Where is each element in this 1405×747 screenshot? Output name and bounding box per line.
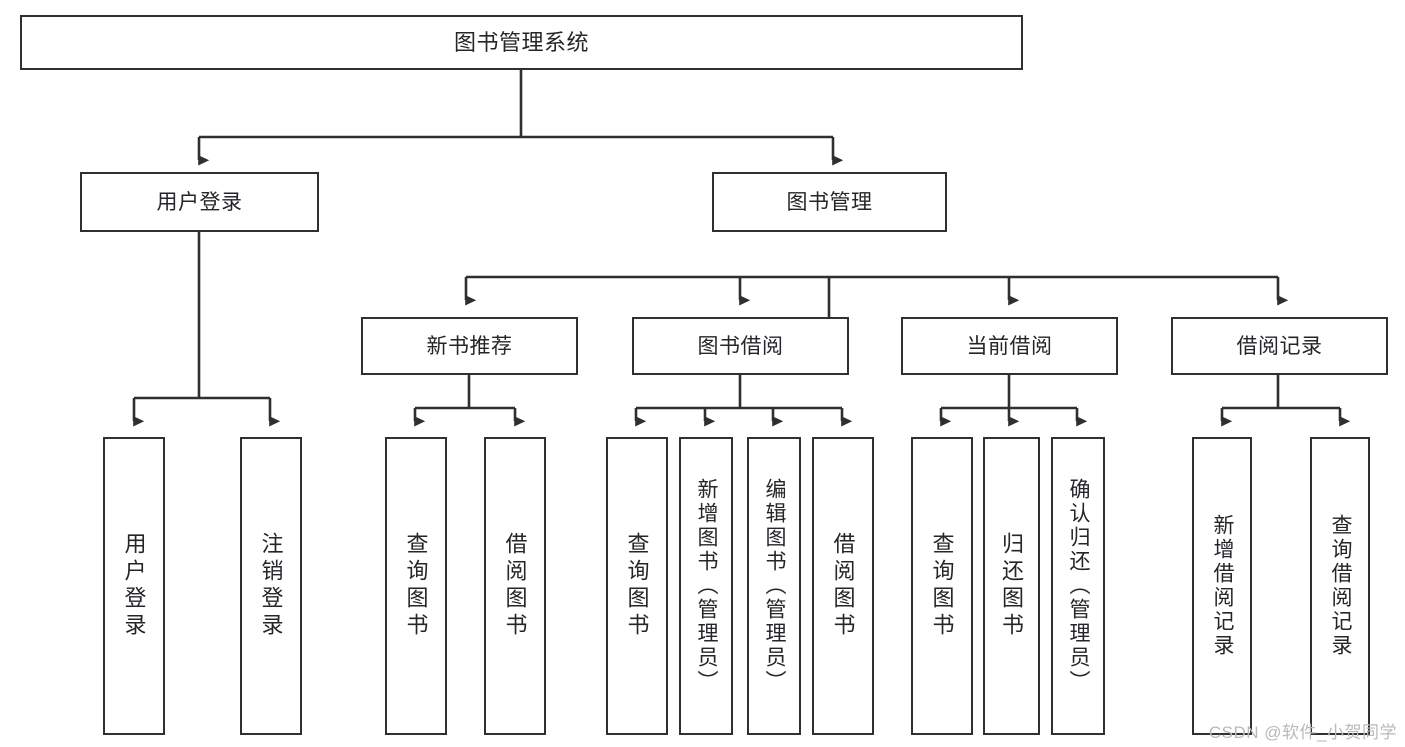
watermark: CSDN @软件_小贺同学 <box>1208 723 1397 742</box>
node-user-login[interactable]: 用户登录 <box>80 172 319 232</box>
node-label: 注销登录 <box>258 532 284 640</box>
node-label: 查询图书 <box>929 532 955 640</box>
node-leaf-confirm-return[interactable]: 确认归还（管理员） <box>1051 437 1105 735</box>
node-label: 查询图书 <box>624 532 650 640</box>
node-label: 借阅记录 <box>1236 334 1323 358</box>
node-label: 确认归还（管理员） <box>1067 478 1091 694</box>
node-leaf-return-book[interactable]: 归还图书 <box>983 437 1040 735</box>
node-label: 当前借阅 <box>966 334 1053 358</box>
node-label: 用户登录 <box>156 190 243 214</box>
node-book-borrow[interactable]: 图书借阅 <box>632 317 849 375</box>
node-leaf-user-login[interactable]: 用户登录 <box>103 437 165 735</box>
node-new-book-recommend[interactable]: 新书推荐 <box>361 317 578 375</box>
node-label: 图书借阅 <box>697 334 784 358</box>
node-label: 查询图书 <box>403 532 429 640</box>
node-leaf-borrow-book-1[interactable]: 借阅图书 <box>484 437 546 735</box>
node-leaf-query-book-1[interactable]: 查询图书 <box>385 437 447 735</box>
node-label: 查询借阅记录 <box>1329 514 1353 658</box>
node-root-book-management-system[interactable]: 图书管理系统 <box>20 15 1023 70</box>
node-leaf-logout[interactable]: 注销登录 <box>240 437 302 735</box>
node-current-borrow[interactable]: 当前借阅 <box>901 317 1118 375</box>
node-leaf-borrow-book-2[interactable]: 借阅图书 <box>812 437 874 735</box>
node-label: 用户登录 <box>121 532 147 640</box>
node-borrow-record[interactable]: 借阅记录 <box>1171 317 1388 375</box>
node-label: 新增图书（管理员） <box>695 478 719 694</box>
node-book-management[interactable]: 图书管理 <box>712 172 947 232</box>
node-leaf-query-record[interactable]: 查询借阅记录 <box>1310 437 1370 735</box>
node-leaf-query-book-2[interactable]: 查询图书 <box>606 437 668 735</box>
node-label: 借阅图书 <box>502 532 528 640</box>
node-leaf-add-record[interactable]: 新增借阅记录 <box>1192 437 1252 735</box>
node-label: 图书管理系统 <box>453 29 589 55</box>
node-label: 编辑图书（管理员） <box>763 478 787 694</box>
node-label: 新增借阅记录 <box>1211 514 1235 658</box>
node-leaf-query-book-3[interactable]: 查询图书 <box>911 437 973 735</box>
node-leaf-add-book[interactable]: 新增图书（管理员） <box>679 437 733 735</box>
node-label: 图书管理 <box>786 190 873 214</box>
node-label: 归还图书 <box>999 532 1025 640</box>
node-label: 新书推荐 <box>426 334 513 358</box>
node-leaf-edit-book[interactable]: 编辑图书（管理员） <box>747 437 801 735</box>
node-label: 借阅图书 <box>830 532 856 640</box>
